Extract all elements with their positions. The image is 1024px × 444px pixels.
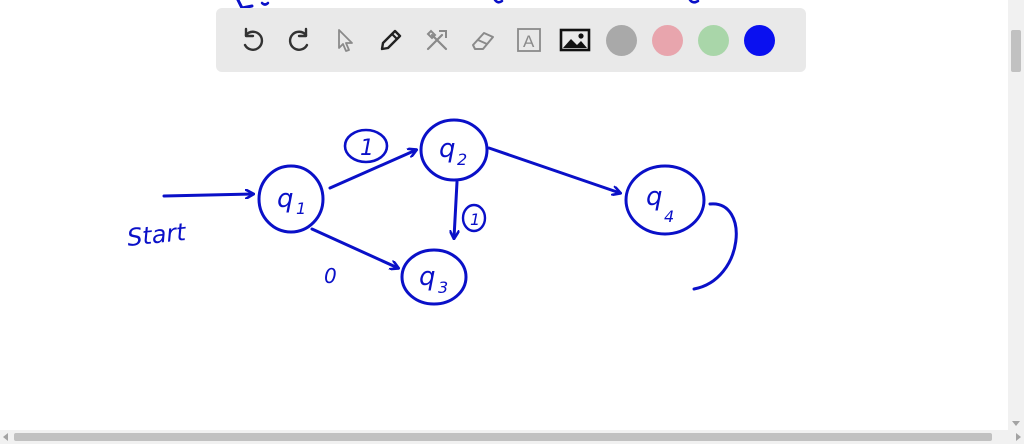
- undo-button[interactable]: [230, 17, 276, 63]
- vertical-scrollbar-thumb[interactable]: [1011, 30, 1021, 72]
- tools-button[interactable]: [414, 17, 460, 63]
- horizontal-scrollbar-thumb[interactable]: [14, 433, 992, 441]
- color-swatch-blue-dot: [743, 24, 775, 56]
- cut-off-ink: [236, 0, 254, 10]
- edge-label-q1-q2: 1: [360, 136, 374, 161]
- cut-off-ink: [688, 0, 700, 4]
- state-q2-subscript: 2: [457, 150, 467, 169]
- color-swatch-gray[interactable]: [598, 17, 644, 63]
- state-q2-letter: q: [439, 134, 456, 164]
- color-swatch-pink-dot: [651, 24, 683, 56]
- cut-off-ink: [260, 1, 270, 6]
- edge-q2-q3: [454, 180, 457, 238]
- edge-label-q1-q3: 0: [324, 264, 337, 288]
- drawing-canvas[interactable]: Start q 1 q 2 q 3 q 4 1 1 0: [0, 0, 1008, 430]
- text-box-button[interactable]: A: [506, 17, 552, 63]
- scroll-left-arrow-icon[interactable]: [3, 433, 8, 441]
- color-swatch-gray-dot: [605, 24, 637, 56]
- eraser-icon: [472, 32, 494, 50]
- cut-off-ink: [493, 0, 504, 4]
- state-q3-letter: q: [419, 262, 436, 292]
- edge-q2-q4: [487, 146, 620, 193]
- state-q1: q 1: [257, 164, 325, 234]
- edge-label-q2-q3: 1: [470, 210, 480, 229]
- edge-q1-q2: [328, 150, 416, 190]
- color-swatch-green[interactable]: [690, 17, 736, 63]
- drawing-toolbar: A: [216, 8, 806, 72]
- state-q1-subscript: 1: [296, 199, 306, 218]
- text-box-glyph: A: [523, 32, 535, 51]
- pen-button[interactable]: [368, 17, 414, 63]
- vertical-scrollbar[interactable]: [1008, 0, 1024, 430]
- edge-q1-q3: [310, 227, 398, 268]
- scroll-down-arrow-icon[interactable]: [1012, 421, 1020, 426]
- undo-icon: [243, 27, 264, 51]
- start-arrow: [162, 194, 253, 196]
- scroll-right-arrow-icon[interactable]: [1016, 433, 1021, 441]
- edge-label-q2-q3-circle: [461, 203, 487, 233]
- edge-label-q1-q2-circle: [343, 128, 389, 164]
- text-box-icon: A: [517, 28, 541, 52]
- state-q3-subscript: 3: [438, 278, 448, 297]
- eraser-button[interactable]: [460, 17, 506, 63]
- redo-button[interactable]: [276, 17, 322, 63]
- horizontal-scrollbar[interactable]: [0, 430, 1024, 444]
- state-q4-subscript: 4: [664, 207, 674, 226]
- color-swatch-blue[interactable]: [736, 17, 782, 63]
- tools-icon: [426, 29, 448, 51]
- select-arrow-icon: [338, 29, 353, 52]
- state-q2: q 2: [419, 118, 489, 182]
- select-button[interactable]: [322, 17, 368, 63]
- image-icon: [559, 28, 591, 52]
- automaton-drawing: Start q 1 q 2 q 3 q 4 1 1 0: [126, 0, 738, 306]
- state-q4: q 4: [624, 164, 706, 236]
- color-swatch-pink[interactable]: [644, 17, 690, 63]
- color-swatch-green-dot: [697, 24, 729, 56]
- state-q1-letter: q: [277, 184, 294, 214]
- image-button[interactable]: [552, 17, 598, 63]
- state-q3: q 3: [400, 248, 468, 306]
- pen-icon: [380, 29, 402, 51]
- self-loop-q4-partial: [692, 202, 738, 291]
- state-q4-letter: q: [646, 182, 663, 212]
- start-label: Start: [126, 218, 189, 252]
- redo-icon: [288, 27, 309, 51]
